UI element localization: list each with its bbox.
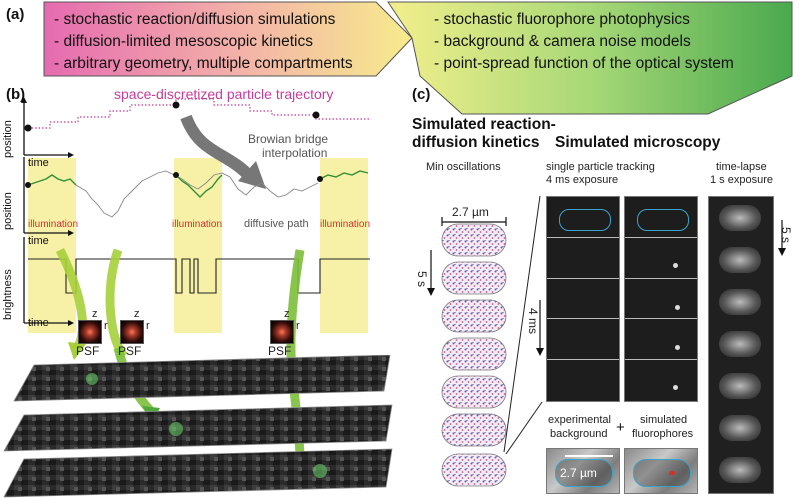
timelapse-column	[708, 196, 774, 494]
trajectory-dot-1	[24, 124, 32, 132]
diffusive-path-green-1	[27, 174, 77, 186]
camera-frame-1	[13, 355, 391, 402]
time-arrow-left	[427, 250, 435, 296]
scale-bar-top	[441, 217, 507, 226]
banner-right-item-3: - point-spread function of the optical s…	[434, 55, 734, 72]
bridge-label-2: interpolation	[262, 146, 328, 160]
panel-b-label: (b)	[6, 86, 26, 103]
timelapse-label-1: time-lapse	[716, 161, 767, 173]
time-5s-right: 5 s	[779, 226, 794, 244]
cell-1	[441, 223, 507, 257]
trajectory-dot-2	[172, 101, 180, 109]
banner-left-item-3: - arbitrary geometry, multiple compartme…	[54, 55, 353, 72]
camera-frame-2	[3, 404, 393, 452]
banner-right-item-2: - background & camera noise models	[434, 33, 691, 50]
banner-right-arrow	[387, 1, 793, 115]
cell-2	[441, 261, 507, 295]
axis-time-2: time	[28, 235, 49, 247]
axis-time-3: time	[28, 317, 49, 329]
axis-time-1: time	[28, 157, 49, 169]
cell-3	[441, 299, 507, 333]
psf-z-2: z	[134, 308, 140, 320]
bridge-arrow	[180, 114, 257, 184]
psf-z-3: z	[284, 308, 290, 320]
illum-band-3	[320, 158, 368, 333]
sim-fl-label-1: simulated	[640, 414, 688, 426]
panel-c-label: (c)	[412, 86, 431, 103]
axis-position-1: position	[2, 120, 14, 158]
banner-left-arrow	[43, 1, 413, 77]
psf-image-3	[270, 320, 294, 344]
diffusive-path-grey	[75, 170, 319, 218]
illum-band-2	[174, 158, 222, 333]
discrete-trajectory	[28, 98, 370, 129]
exp-background-image	[546, 448, 620, 494]
min-oscillations-label: Min oscillations	[426, 161, 501, 173]
psf-z-1: z	[92, 308, 98, 320]
camera-frame-stack	[3, 355, 393, 498]
time-arrow-4ms	[536, 300, 544, 356]
time-4ms-label: 4 ms	[526, 307, 541, 335]
banner-left-item-2: - diffusion-limited mesoscopic kinetics	[54, 33, 314, 50]
illum-band-1	[28, 158, 76, 333]
exp-bg-label-2: background	[550, 428, 608, 440]
psf-r-3: r	[296, 320, 300, 332]
axis-position-2: position	[2, 192, 14, 230]
cell-4	[441, 337, 507, 371]
illumination-label-3: illumination	[320, 219, 371, 230]
title-reaction-2: diffusion kinetics	[412, 134, 540, 151]
cell-5	[441, 375, 507, 409]
illumination-label-1: illumination	[28, 219, 79, 230]
psf-r-2: r	[146, 320, 150, 332]
psf-r-1: r	[104, 320, 108, 332]
psf-label-3: PSF	[268, 344, 292, 358]
scale-um-label: 2.7 µm	[452, 205, 489, 219]
spt-label-2: 4 ms exposure	[546, 174, 619, 186]
illumination-label-2: illumination	[172, 219, 223, 230]
connector-lines	[503, 195, 543, 455]
plus-sign: +	[616, 419, 625, 436]
bridge-label-1: Browian bridge	[248, 132, 329, 146]
psf-image-1	[78, 320, 102, 344]
cell-column	[441, 223, 507, 487]
sim-fluorophores-image	[624, 448, 698, 494]
diffusive-path-label: diffusive path	[244, 218, 309, 230]
psf-image-2	[120, 320, 144, 344]
title-reaction-1: Simulated reaction-	[412, 116, 556, 133]
timelapse-label-2: 1 s exposure	[710, 174, 773, 186]
spt-column-1	[546, 196, 620, 402]
time-arrow-right	[778, 220, 786, 256]
spt-label-1: single particle tracking	[546, 161, 655, 173]
panel-a-label: (a)	[6, 6, 25, 23]
banner-arrows	[43, 1, 793, 115]
psf-label-1: PSF	[76, 344, 100, 358]
diffusive-path-green-3	[319, 170, 369, 180]
camera-frame-3	[3, 448, 393, 498]
diffusive-path-green-2	[175, 174, 223, 198]
time-5s-left: 5 s	[415, 270, 430, 288]
trajectory-title: space-discretized particle trajectory	[114, 86, 334, 102]
title-microscopy: Simulated microscopy	[555, 134, 721, 151]
trajectory-dot-3	[312, 111, 320, 119]
cell-7	[441, 453, 507, 487]
psf-label-2: PSF	[118, 344, 142, 358]
scale-um-bottom-label: 2.7 µm	[560, 466, 597, 480]
cell-6	[441, 413, 507, 447]
exp-bg-label-1: experimental	[548, 414, 611, 426]
banner-left-item-1: - stochastic reaction/diffusion simulati…	[54, 11, 336, 28]
banner-right-item-1: - stochastic fluorophore photophysics	[434, 11, 690, 28]
spt-column-2	[624, 196, 698, 402]
sim-fl-label-2: fluorophores	[632, 428, 694, 440]
